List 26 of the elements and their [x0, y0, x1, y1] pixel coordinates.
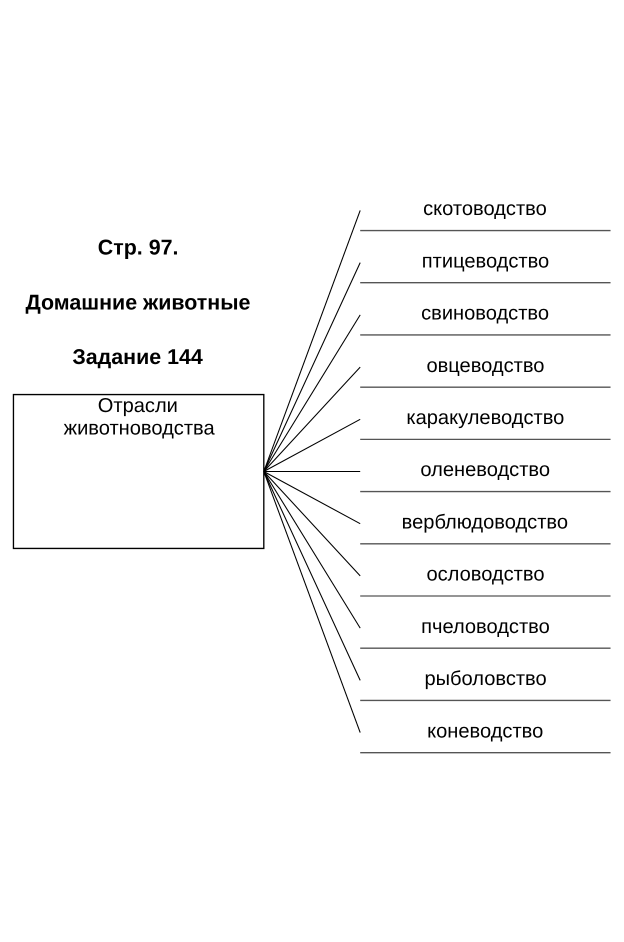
label: Стр. 97. — [98, 234, 178, 259]
connector — [263, 470, 361, 576]
node-text: пчеловодство — [421, 615, 550, 638]
node-text: овцеводство — [426, 354, 544, 376]
label: Задание 144 — [72, 344, 203, 369]
connector — [263, 470, 361, 680]
node-text: птицеводство — [422, 250, 550, 272]
connector — [264, 470, 360, 524]
node-text: скотоводство — [423, 198, 547, 220]
connector — [263, 210, 361, 472]
node-text: свиноводство — [421, 302, 550, 324]
node-text: верблюдоводство — [402, 510, 568, 533]
node-text: рыболовство — [424, 668, 547, 690]
node-text: ословодство — [426, 563, 545, 586]
node-box: Отрасли животноводства — [12, 393, 264, 549]
connector — [263, 470, 361, 628]
connector — [263, 366, 361, 472]
connector — [263, 262, 361, 472]
node-text: оленеводство — [420, 458, 550, 481]
connector — [263, 314, 361, 472]
node-text: коневодство — [427, 720, 544, 742]
node-text: каракулеводство — [406, 406, 564, 428]
connector — [264, 470, 360, 472]
connector — [263, 470, 361, 732]
label: Домашние животные — [26, 290, 250, 314]
connector — [264, 418, 360, 472]
